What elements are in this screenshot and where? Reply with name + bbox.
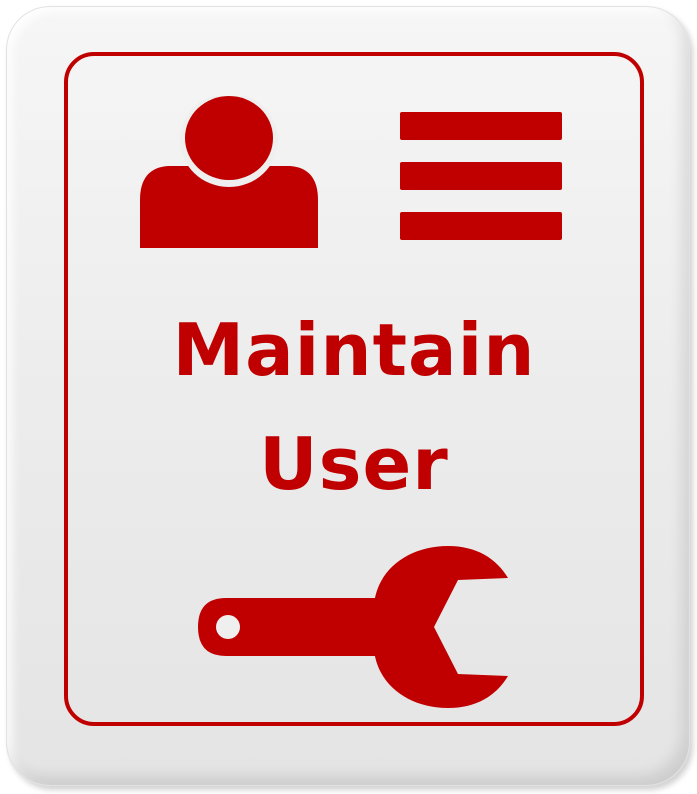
list-icon [400,112,562,240]
tile-title-line-1: Maintain [172,308,536,392]
tile-title-line-2: User [259,422,449,506]
user-icon [140,93,318,248]
tile-inner-frame [64,52,644,726]
wrench-icon [196,546,508,708]
